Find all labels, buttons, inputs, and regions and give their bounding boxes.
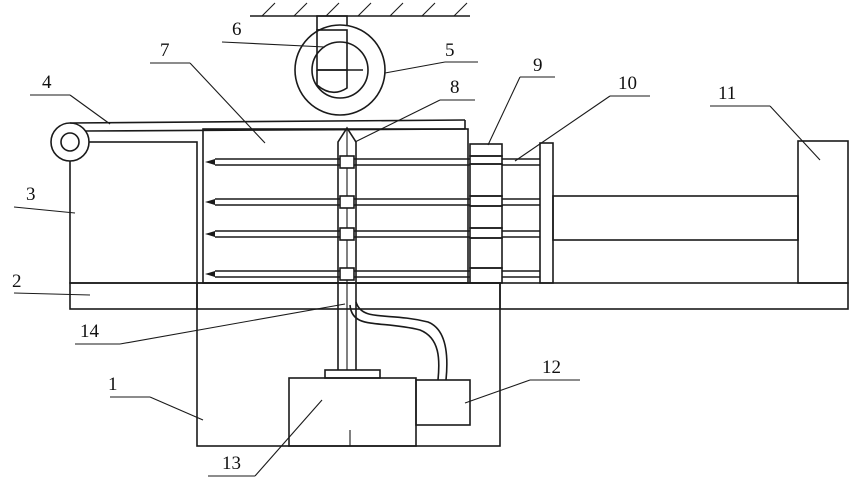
label-2: 2 bbox=[12, 271, 22, 292]
control-box bbox=[416, 380, 470, 425]
label-9: 9 bbox=[533, 55, 543, 76]
needle-sleeves bbox=[470, 144, 502, 283]
label-14: 14 bbox=[80, 321, 100, 342]
push-plate bbox=[540, 143, 553, 283]
label-7: 7 bbox=[160, 40, 170, 61]
pressing-roller bbox=[295, 25, 385, 115]
label-12: 12 bbox=[542, 357, 561, 378]
drive-cylinder bbox=[553, 141, 848, 283]
side-frame bbox=[70, 142, 197, 283]
belt-pulley bbox=[51, 120, 465, 161]
lower-housing bbox=[197, 283, 500, 446]
label-4: 4 bbox=[42, 72, 52, 93]
label-10: 10 bbox=[618, 73, 637, 94]
leader-lines bbox=[14, 42, 820, 476]
working-chamber bbox=[203, 129, 468, 283]
hose bbox=[350, 302, 447, 380]
label-5: 5 bbox=[445, 40, 455, 61]
label-6: 6 bbox=[232, 19, 242, 40]
label-11: 11 bbox=[718, 83, 736, 104]
ceiling-mount bbox=[250, 3, 470, 30]
connecting-rods bbox=[502, 159, 540, 277]
label-8: 8 bbox=[450, 77, 460, 98]
motor-base bbox=[289, 370, 416, 446]
label-1: 1 bbox=[108, 374, 118, 395]
base-platform bbox=[70, 283, 848, 309]
label-3: 3 bbox=[26, 184, 36, 205]
label-13: 13 bbox=[222, 453, 241, 474]
